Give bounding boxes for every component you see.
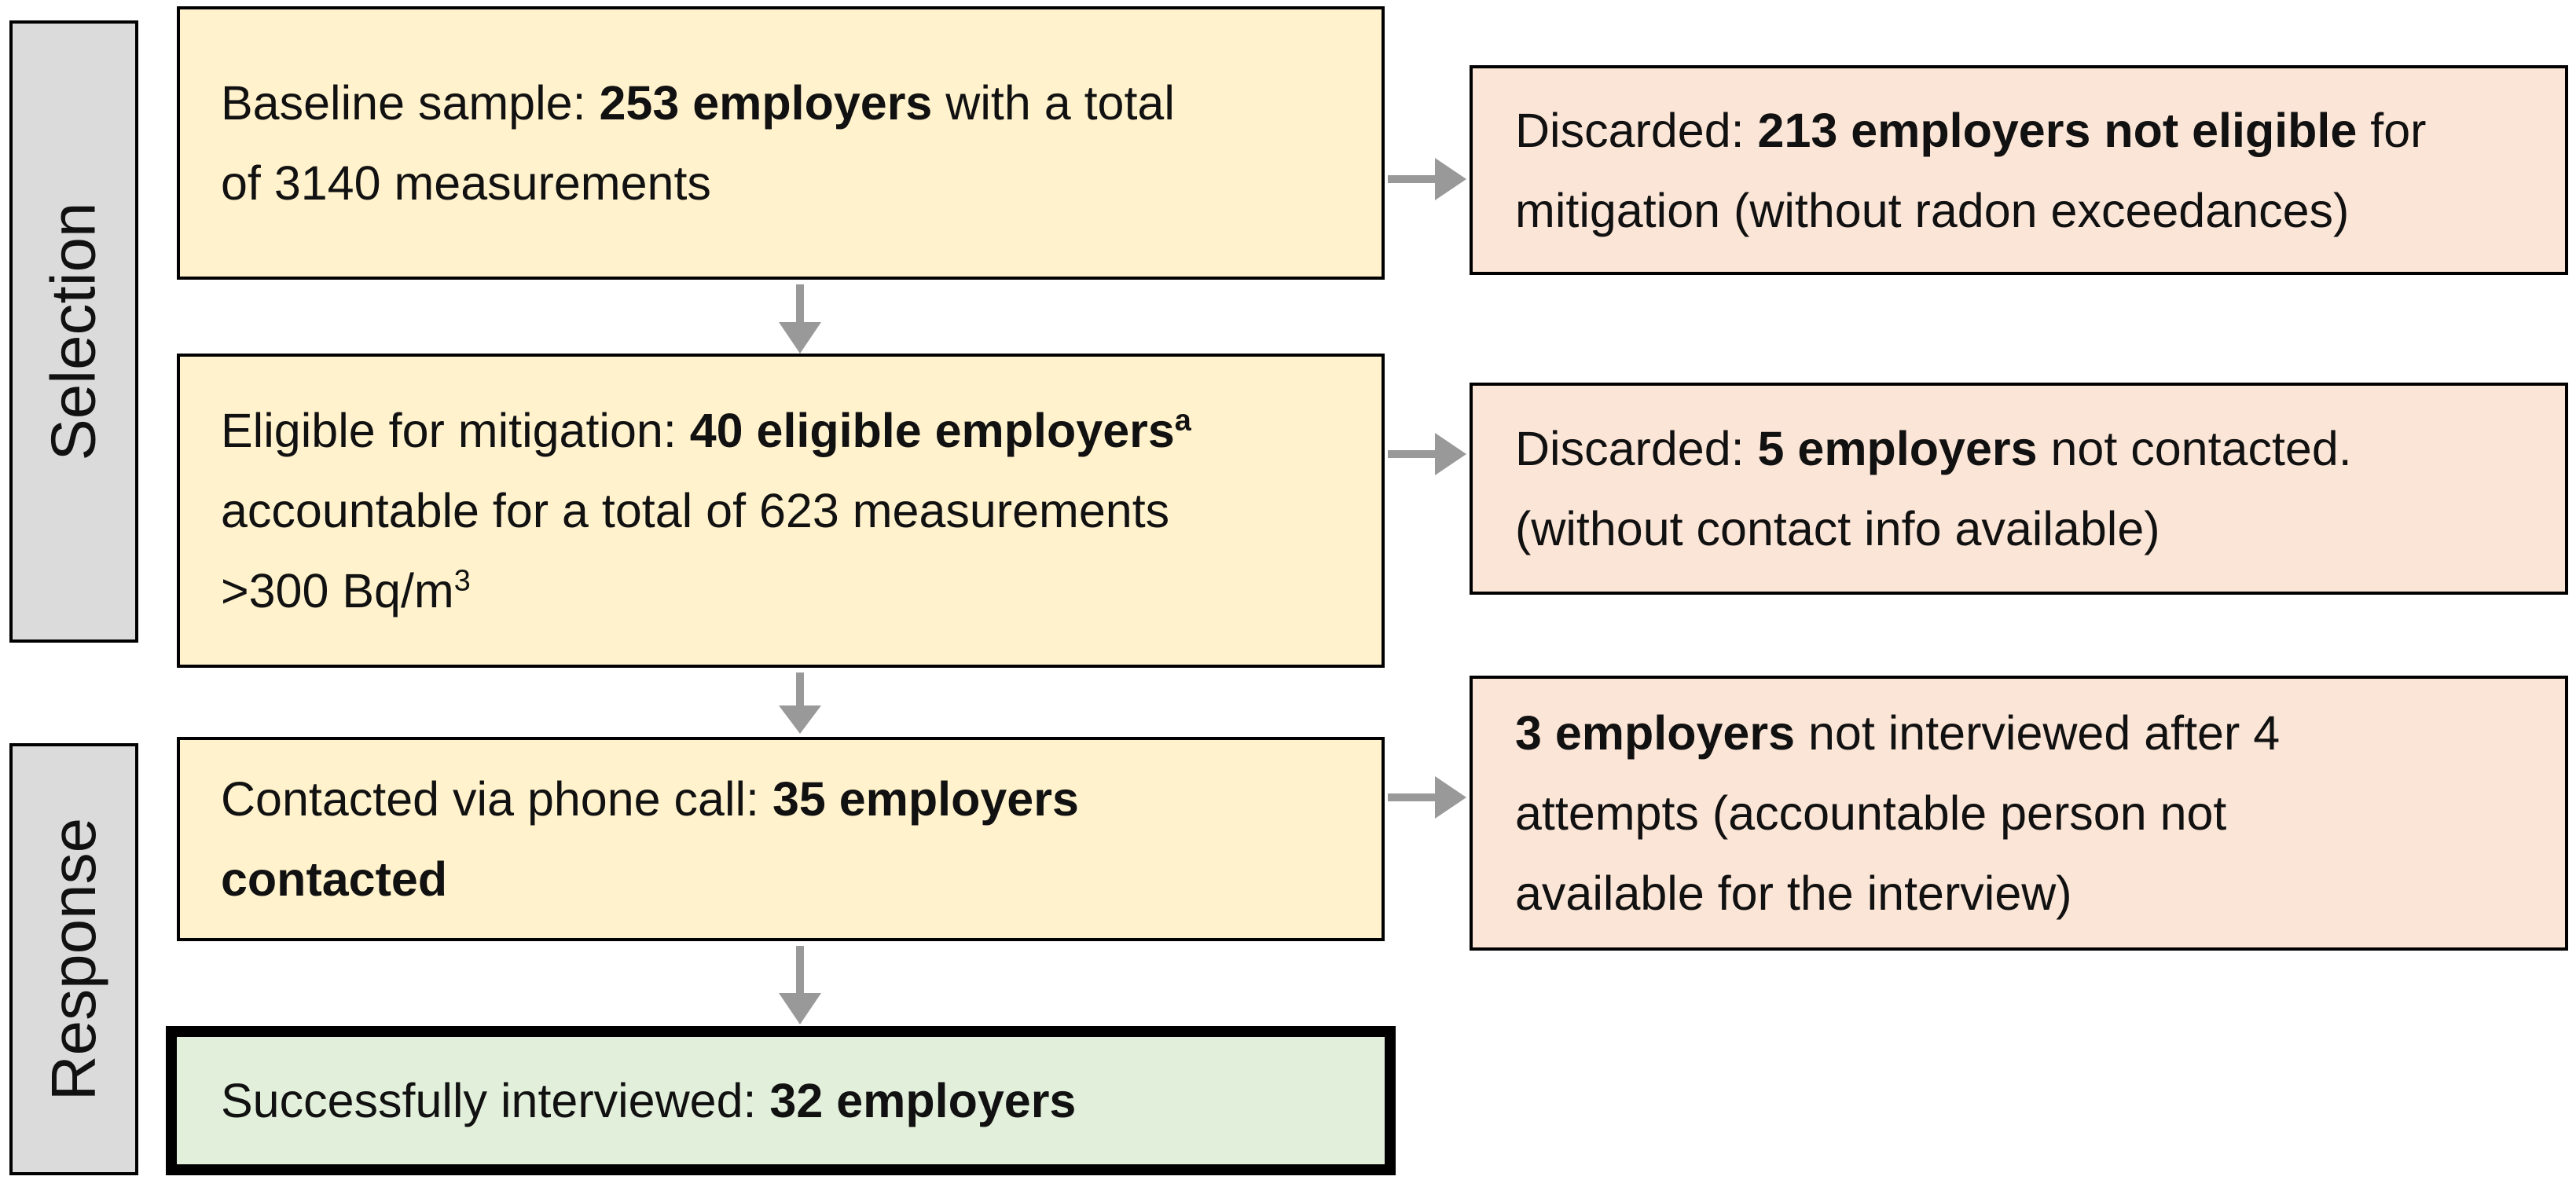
text-segment: Contacted via phone call: xyxy=(221,772,772,826)
text-segment: accountable for a total of 623 measureme… xyxy=(221,484,1170,537)
text-segment: Baseline sample: xyxy=(221,76,600,130)
arrow-shaft xyxy=(796,946,804,996)
phase-label-selection: Selection xyxy=(39,202,109,461)
box-contacted-via-phone: Contacted via phone call: 35 employers co… xyxy=(177,737,1385,941)
arrow-shaft xyxy=(796,284,804,324)
bold-text-segment: contacted xyxy=(221,852,448,906)
text-line: accountable for a total of 623 measureme… xyxy=(221,471,1350,551)
box-eligible-for-mitigation: Eligible for mitigation: 40 eligible emp… xyxy=(177,354,1385,668)
arrow-shaft xyxy=(1388,450,1437,458)
text-line: >300 Bq/m3 xyxy=(221,551,1350,631)
superscript: a xyxy=(1174,404,1191,438)
text-segment: with a total xyxy=(932,76,1175,130)
arrow-head-down-icon xyxy=(779,705,821,734)
bold-text-segment: 253 employers xyxy=(599,76,933,130)
arrow-head-down-icon xyxy=(779,322,821,354)
text-segment: of 3140 measurements xyxy=(221,156,711,210)
text-segment: Successfully interviewed: xyxy=(221,1074,770,1127)
box-not-interviewed: 3 employers not interviewed after 4 attem… xyxy=(1470,676,2568,951)
text-line: Eligible for mitigation: 40 eligible emp… xyxy=(221,390,1350,471)
phase-band-selection: Selection xyxy=(9,20,138,643)
bold-text-segment: 35 employers xyxy=(772,772,1079,826)
text-segment: >300 Bq/m xyxy=(221,564,454,617)
text-line: Discarded: 5 employers not contacted. xyxy=(1515,409,2543,489)
text-line: contacted xyxy=(221,839,1350,919)
arrow-head-down-icon xyxy=(779,993,821,1024)
box-discarded-not-contacted: Discarded: 5 employers not contacted. (wi… xyxy=(1470,383,2568,595)
arrow-head-right-icon xyxy=(1435,433,1466,475)
text-segment: available for the interview) xyxy=(1515,867,2072,920)
superscript: 3 xyxy=(453,564,471,598)
text-line: attempts (accountable person not xyxy=(1515,773,2543,853)
text-line: (without contact info available) xyxy=(1515,489,2543,569)
arrow-head-right-icon xyxy=(1435,158,1466,200)
text-segment: not interviewed after 4 xyxy=(1795,706,2281,760)
text-segment: attempts (accountable person not xyxy=(1515,786,2227,840)
text-segment: (without contact info available) xyxy=(1515,502,2160,555)
text-line: Baseline sample: 253 employers with a to… xyxy=(221,63,1350,143)
text-segment: for xyxy=(2357,103,2427,157)
box-baseline-sample: Baseline sample: 253 employers with a to… xyxy=(177,6,1385,280)
text-line: mitigation (without radon exceedances) xyxy=(1515,170,2543,251)
text-segment: Discarded: xyxy=(1515,103,1758,157)
bold-text-segment: 40 eligible employers xyxy=(689,404,1175,457)
bold-text-segment: 32 employers xyxy=(769,1074,1077,1127)
phase-band-response: Response xyxy=(9,743,138,1175)
text-line: Contacted via phone call: 35 employers xyxy=(221,759,1350,839)
text-line: available for the interview) xyxy=(1515,853,2543,933)
text-segment: not contacted. xyxy=(2037,422,2352,475)
box-discarded-not-eligible: Discarded: 213 employers not eligible fo… xyxy=(1470,65,2568,275)
bold-text-segment: 5 employers xyxy=(1757,422,2038,475)
text-segment: Discarded: xyxy=(1515,422,1758,475)
text-line: of 3140 measurements xyxy=(221,143,1350,223)
phase-label-response: Response xyxy=(39,817,109,1101)
box-successfully-interviewed: Successfully interviewed: 32 employers xyxy=(166,1026,1396,1175)
arrow-shaft xyxy=(796,672,804,707)
arrow-shaft xyxy=(1388,175,1437,183)
text-line: Discarded: 213 employers not eligible fo… xyxy=(1515,90,2543,170)
text-segment: Eligible for mitigation: xyxy=(221,404,690,457)
arrow-head-right-icon xyxy=(1435,776,1466,819)
bold-text-segment: 3 employers xyxy=(1515,706,1796,760)
text-line: 3 employers not interviewed after 4 xyxy=(1515,693,2543,773)
arrow-shaft xyxy=(1388,793,1437,801)
bold-text-segment: 213 employers not eligible xyxy=(1757,103,2358,157)
text-line: Successfully interviewed: 32 employers xyxy=(221,1061,1353,1141)
text-segment: mitigation (without radon exceedances) xyxy=(1515,183,2350,237)
